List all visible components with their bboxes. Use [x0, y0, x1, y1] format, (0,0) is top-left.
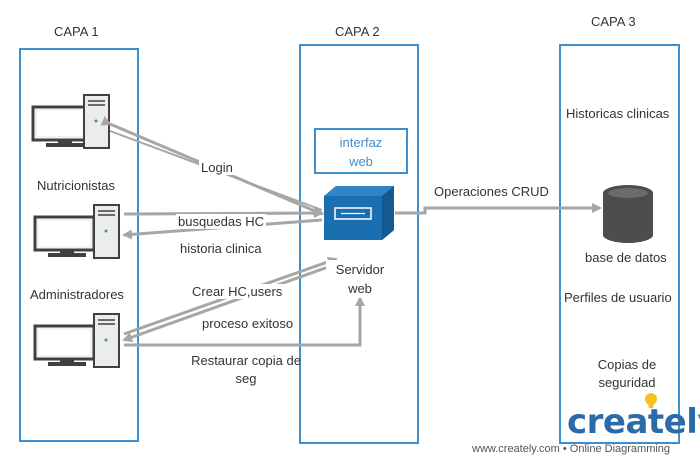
edge-label-crud: Operaciones CRUD — [434, 184, 549, 199]
computer-icon-administradores — [33, 313, 120, 368]
arrow-proceso — [122, 260, 343, 343]
edge-label-restaurar: Restaurar copia de seg — [186, 352, 306, 388]
edge-label-proceso: proceso exitoso — [200, 316, 296, 331]
interface-web-box: interfaz web — [314, 128, 408, 174]
edge-label-historia: historia clinica — [178, 241, 264, 256]
label-base-de-datos: base de datos — [585, 250, 667, 265]
server-label-line2: web — [348, 281, 372, 296]
layer-box-capa-2 — [299, 44, 419, 444]
label-copias-line2: seguridad — [598, 375, 656, 390]
edge-label-restaurar-line1: Restaurar copia de — [191, 353, 301, 368]
arrow-crud — [395, 203, 602, 215]
layer-box-capa-1 — [19, 48, 139, 442]
interface-label-line1: interfaz — [339, 135, 383, 150]
label-historicas-clinicas: Historicas clinicas — [566, 106, 670, 121]
server-label: Servidor web — [326, 260, 394, 298]
edge-label-crear: Crear HC,users — [190, 284, 285, 299]
computer-icon-nutricionistas — [31, 94, 110, 149]
layer-box-capa-3 — [559, 44, 680, 444]
creately-logo: creately — [567, 402, 700, 442]
arrow-busquedas — [123, 208, 324, 219]
server-label-line1: Servidor — [335, 262, 385, 277]
arrow-restaurar — [124, 296, 365, 347]
edge-label-busquedas: busquedas HC — [176, 214, 266, 229]
layer-title-capa-1: CAPA 1 — [54, 24, 99, 39]
lightbulb-icon — [645, 393, 657, 408]
layer-title-capa-3: CAPA 3 — [591, 14, 636, 29]
label-administradores: Administradores — [30, 287, 124, 302]
footer-text: www.creately.com • Online Diagramming — [472, 443, 671, 455]
label-nutricionistas: Nutricionistas — [37, 178, 116, 193]
database-icon — [603, 185, 653, 243]
edge-label-login: Login — [199, 160, 235, 175]
label-copias-seguridad: Copias de seguridad — [577, 356, 677, 392]
label-perfiles-usuario: Perfiles de usuario — [564, 290, 672, 305]
computer-icon-middle — [33, 204, 120, 259]
interface-label-line2: web — [349, 154, 373, 169]
layer-title-capa-2: CAPA 2 — [335, 24, 380, 39]
edge-label-restaurar-line2: seg — [235, 371, 257, 386]
server-icon — [324, 186, 394, 240]
label-copias-line1: Copias de — [597, 357, 657, 372]
